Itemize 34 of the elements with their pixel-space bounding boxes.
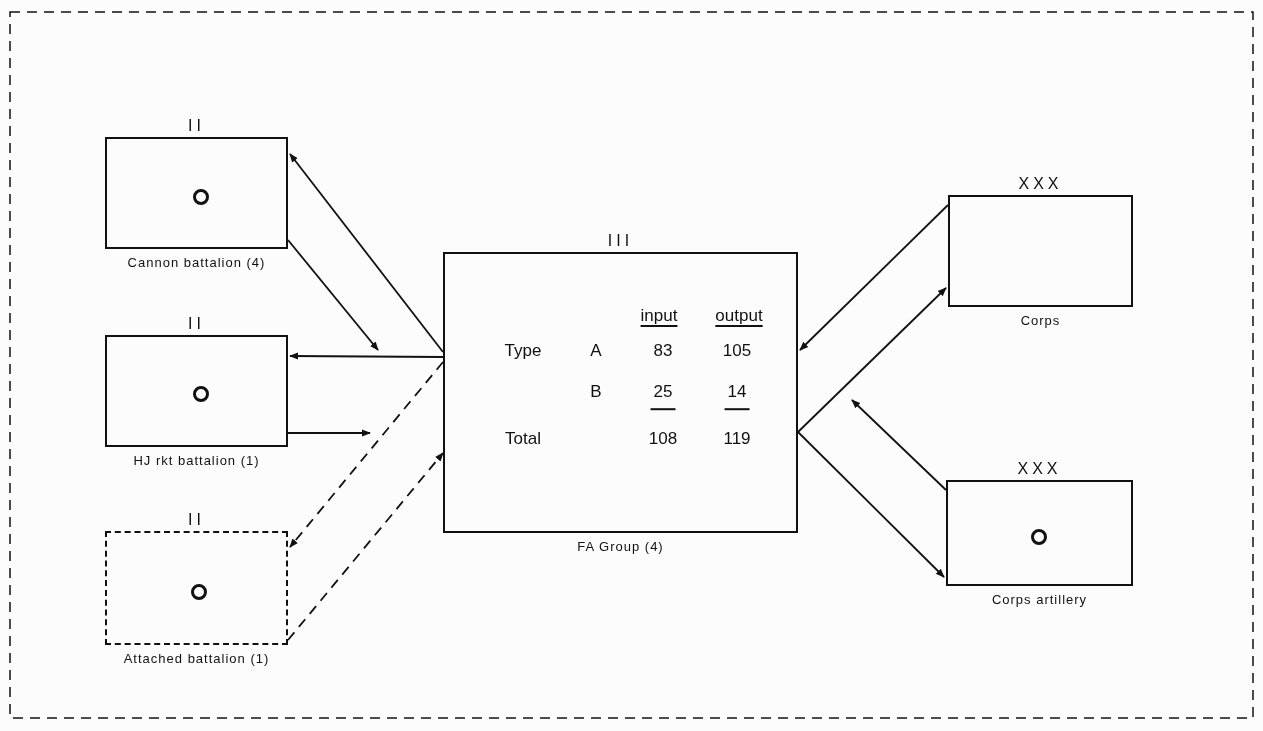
arrow [287, 452, 444, 641]
table-value: 108 [648, 429, 678, 449]
row-label: Type [504, 341, 542, 361]
table-value: 25 [650, 382, 676, 411]
echelon-mark: III [606, 232, 635, 250]
table-value: 14 [724, 382, 750, 411]
unit-caption: Cannon battalion (4) [126, 255, 267, 270]
echelon-mark: II [187, 315, 206, 333]
arrow [287, 429, 371, 437]
echelon-mark: II [187, 511, 206, 529]
arrow [289, 153, 444, 353]
column-header: input [640, 306, 678, 326]
echelon-mark: XXX [1017, 175, 1064, 193]
row-label: A [590, 341, 602, 361]
arrow [851, 399, 947, 491]
arrow [797, 287, 947, 433]
unit-caption: Corps artillery [990, 592, 1089, 607]
arrow [287, 239, 379, 351]
table-value: 83 [653, 341, 673, 361]
arrow [289, 352, 444, 360]
row-label: B [590, 382, 602, 402]
arrow [289, 361, 444, 548]
unit-caption: HJ rkt battalion (1) [132, 453, 261, 468]
table-value: 105 [722, 341, 752, 361]
column-header: output [715, 306, 763, 326]
table-value: 119 [723, 429, 751, 449]
unit-caption: FA Group (4) [576, 539, 665, 554]
unit-caption: Corps [1019, 313, 1062, 328]
unit-caption: Attached battalion (1) [122, 651, 271, 666]
arrow [797, 431, 945, 578]
echelon-mark: XXX [1016, 460, 1063, 478]
arrow [799, 204, 949, 351]
echelon-mark: II [187, 117, 206, 135]
row-label: Total [505, 429, 541, 449]
